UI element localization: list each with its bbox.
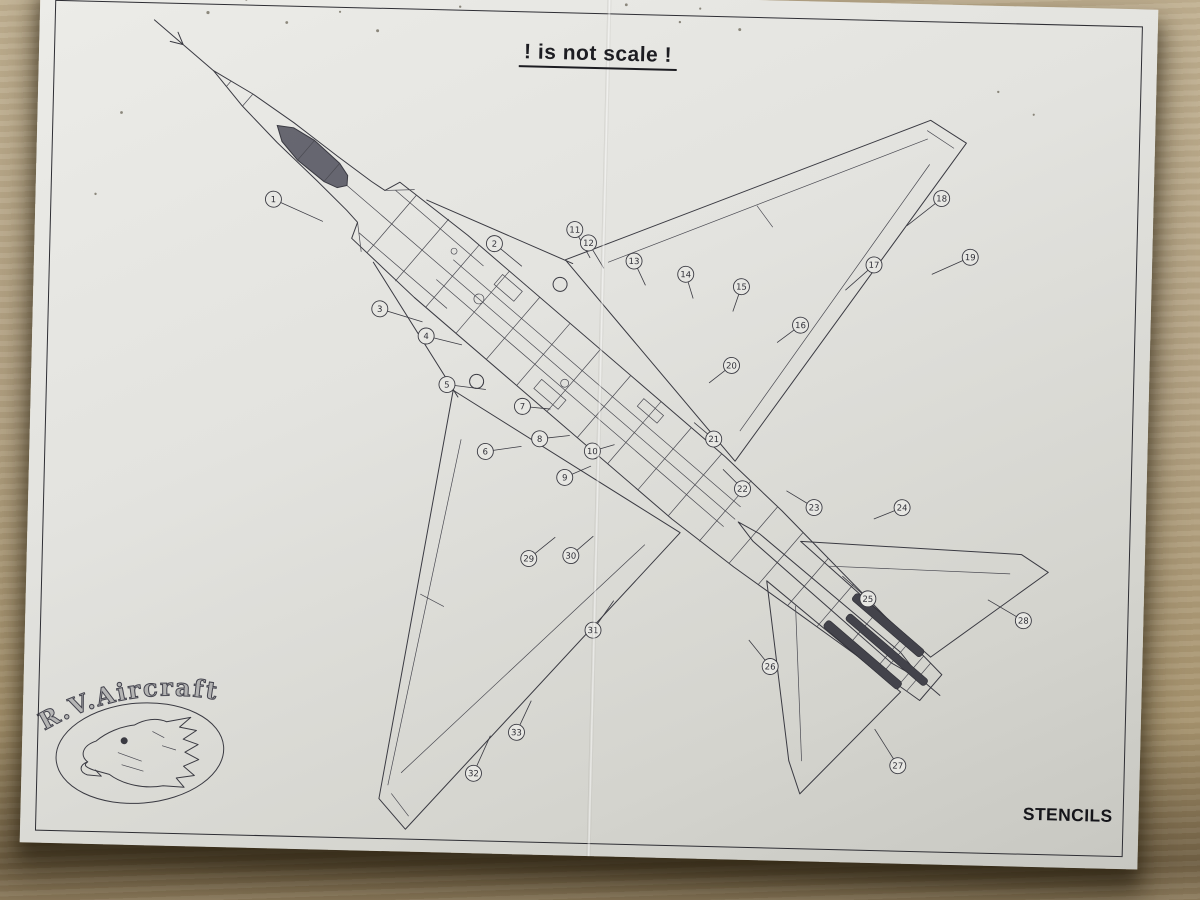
callout-number: 23 [809,503,820,513]
callout-number: 29 [523,554,534,564]
callout-number: 6 [482,447,488,457]
callout-marker [723,357,740,374]
callout-marker [859,590,877,608]
callout-number: 15 [736,283,747,293]
callout-marker [732,278,750,296]
callout-marker [933,190,951,207]
callout-number: 25 [862,595,873,605]
callout-marker [562,547,580,565]
pitot-probe [153,19,215,72]
callout-marker [961,248,979,266]
panel-lines [346,185,924,686]
callout-number: 32 [468,769,479,779]
callout-marker [1014,612,1032,630]
callout-marker [580,234,597,252]
callout-number: 9 [562,473,568,483]
callout-marker [705,430,723,448]
callout-number: 8 [537,435,543,445]
aircraft-drawing [153,19,1049,830]
callout-marker [264,190,282,208]
callout-marker [417,327,435,345]
callout-number: 26 [765,662,776,672]
wing-pivot-left [552,276,568,292]
callout-marker [531,430,549,448]
callout-marker [734,480,751,498]
callout-number: 30 [565,551,576,561]
callout-number: 20 [726,361,737,371]
stencils-label: STENCILS [1022,803,1113,826]
callout-number: 24 [897,504,908,514]
callout-number: 7 [520,402,526,412]
callout-marker [476,443,494,460]
callout-number: 13 [628,257,639,267]
callout-number: 18 [936,194,947,204]
callout-number: 4 [423,332,429,342]
callout-marker [805,499,823,516]
wing-gloves [372,199,574,398]
logo-oval [55,702,225,804]
callout-marker [865,256,883,274]
callout-number: 12 [583,239,594,249]
wing-left [564,119,967,462]
callout-number: 27 [892,762,903,772]
wing-pivot-right [469,373,485,389]
callout-leader-line [273,198,324,222]
callout-marker [566,221,584,239]
callout-number: 17 [868,261,879,271]
callout-marker [371,300,389,318]
callout-number: 16 [795,321,806,331]
callout-marker [514,397,531,415]
not-to-scale-title: ! is not scale ! [518,40,678,72]
callout-marker [465,764,482,782]
callout-marker [889,757,907,775]
callout-number: 2 [492,240,498,250]
exhaust-nozzle [823,593,931,692]
callout-number: 33 [511,728,522,738]
paper-speckles [94,0,1035,196]
callout-marker [625,252,643,270]
callout-marker [893,499,911,517]
callout-marker [520,550,538,568]
callout-marker [792,316,809,334]
callout-number: 11 [569,225,580,235]
eagle-head-icon [80,716,200,788]
callout-marker [485,235,503,253]
callout-marker [761,658,779,675]
callout-marker [508,723,525,741]
callout-number: 14 [680,270,691,280]
callout-number: 21 [708,435,719,445]
callout-number: 28 [1018,617,1029,627]
callout-number: 3 [377,305,383,315]
callout-number: 10 [587,447,598,457]
callout-number: 19 [965,253,976,263]
callout-marker [438,376,456,393]
callout-marker [556,468,574,486]
callout-number: 5 [444,380,450,390]
callout-number: 1 [271,195,277,205]
callout-number: 22 [737,485,748,495]
wing-right [378,389,681,830]
stencil-diagram: 1234567891011121314151617181920212223242… [32,0,1049,830]
callout-marker [677,265,695,283]
